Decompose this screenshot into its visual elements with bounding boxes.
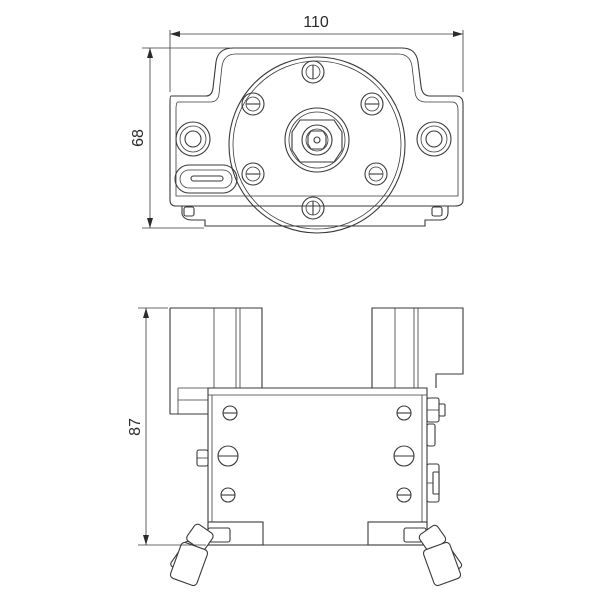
mounting-disk — [228, 56, 406, 234]
mounting-hole-left — [175, 121, 211, 157]
side-plug-left — [196, 449, 209, 467]
dimension-label-width: 110 — [303, 14, 329, 31]
connector-left — [169, 523, 231, 587]
screw-icon — [393, 445, 415, 467]
top-view-feet — [181, 206, 449, 227]
mounting-hole-right — [416, 121, 452, 157]
screw-icon — [301, 196, 325, 220]
top-foot-left — [183, 206, 195, 217]
screw-icon — [220, 487, 236, 503]
screw-icon — [222, 405, 238, 421]
screw-icon — [301, 60, 325, 84]
screw-icon — [360, 92, 384, 116]
top-view-outline — [169, 47, 464, 207]
screw-icon — [241, 162, 265, 186]
side-view — [169, 307, 464, 587]
screw-icon — [241, 92, 265, 116]
center-hub — [284, 107, 350, 173]
connector-right — [403, 524, 463, 587]
side-screws — [217, 405, 415, 503]
dimension-label-depth: 68 — [130, 129, 147, 147]
slot — [174, 164, 238, 194]
screw-icon — [396, 405, 412, 421]
screw-icon — [217, 445, 239, 467]
top-view-inner-outline — [175, 53, 459, 197]
screw-icon — [396, 487, 412, 503]
dimension-top-width: 110 — [169, 14, 464, 92]
screw-icon — [364, 162, 388, 186]
dimension-label-height: 87 — [127, 418, 144, 436]
top-foot-right — [431, 206, 443, 217]
dimension-top-height: 68 — [130, 47, 230, 229]
screw-heads — [241, 60, 388, 220]
upper-block — [170, 307, 464, 389]
air-fitting-right-top — [426, 397, 446, 423]
air-fitting-right-mid — [426, 423, 436, 447]
dimension-side-height: 87 — [127, 307, 206, 546]
air-fitting-right-low — [426, 463, 440, 503]
top-view — [169, 47, 464, 234]
